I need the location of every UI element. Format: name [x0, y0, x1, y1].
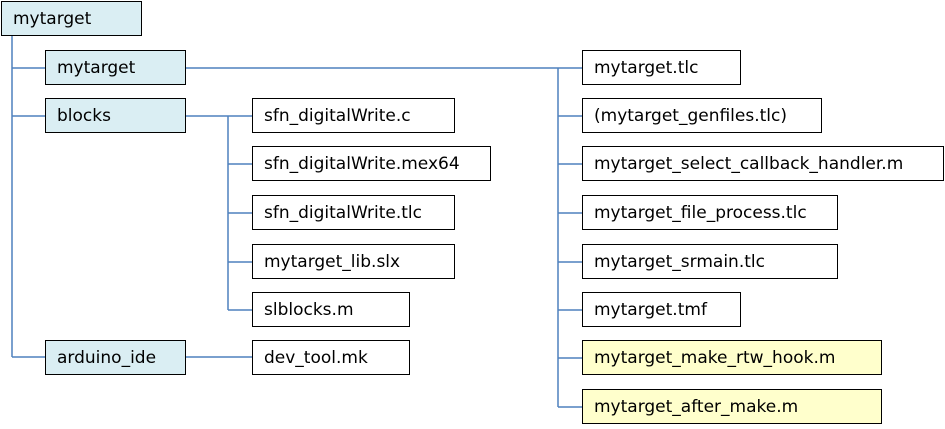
file-node: mytarget_select_callback_handler.m: [582, 146, 944, 181]
file-label: (mytarget_genfiles.tlc): [594, 105, 787, 126]
file-label: dev_tool.mk: [264, 347, 368, 368]
file-node: dev_tool.mk: [252, 340, 410, 375]
file-node: mytarget_file_process.tlc: [582, 195, 838, 230]
folder-node-blocks: blocks: [45, 98, 186, 133]
file-label: mytarget_after_make.m: [594, 396, 799, 417]
file-node: sfn_digitalWrite.c: [252, 98, 455, 133]
file-label: mytarget_make_rtw_hook.m: [594, 347, 836, 368]
file-label: sfn_digitalWrite.c: [264, 105, 411, 126]
folder-node-arduino-ide: arduino_ide: [45, 340, 186, 375]
file-node: mytarget_lib.slx: [252, 244, 455, 279]
file-node: (mytarget_genfiles.tlc): [582, 98, 822, 133]
folder-node-mytarget: mytarget: [45, 50, 186, 85]
file-label: sfn_digitalWrite.tlc: [264, 202, 422, 223]
folder-label: arduino_ide: [57, 347, 157, 368]
root-folder-node: mytarget: [1, 1, 142, 36]
root-folder-label: mytarget: [13, 8, 92, 29]
file-node: mytarget.tmf: [582, 292, 741, 327]
file-label: mytarget.tlc: [594, 57, 699, 78]
file-label: sfn_digitalWrite.mex64: [264, 153, 460, 174]
file-node: sfn_digitalWrite.mex64: [252, 146, 491, 181]
file-node: mytarget.tlc: [582, 50, 741, 85]
file-label: mytarget_file_process.tlc: [594, 202, 807, 223]
file-label: mytarget.tmf: [594, 299, 707, 320]
file-node: sfn_digitalWrite.tlc: [252, 195, 455, 230]
folder-label: mytarget: [57, 57, 136, 78]
file-label: mytarget_select_callback_handler.m: [594, 153, 904, 174]
folder-label: blocks: [57, 105, 111, 126]
file-node-highlighted: mytarget_make_rtw_hook.m: [582, 340, 882, 375]
file-label: mytarget_srmain.tlc: [594, 251, 765, 272]
file-label: mytarget_lib.slx: [264, 251, 401, 272]
file-node: slblocks.m: [252, 292, 410, 327]
file-node-highlighted: mytarget_after_make.m: [582, 389, 882, 424]
file-node: mytarget_srmain.tlc: [582, 244, 838, 279]
file-label: slblocks.m: [264, 299, 354, 320]
